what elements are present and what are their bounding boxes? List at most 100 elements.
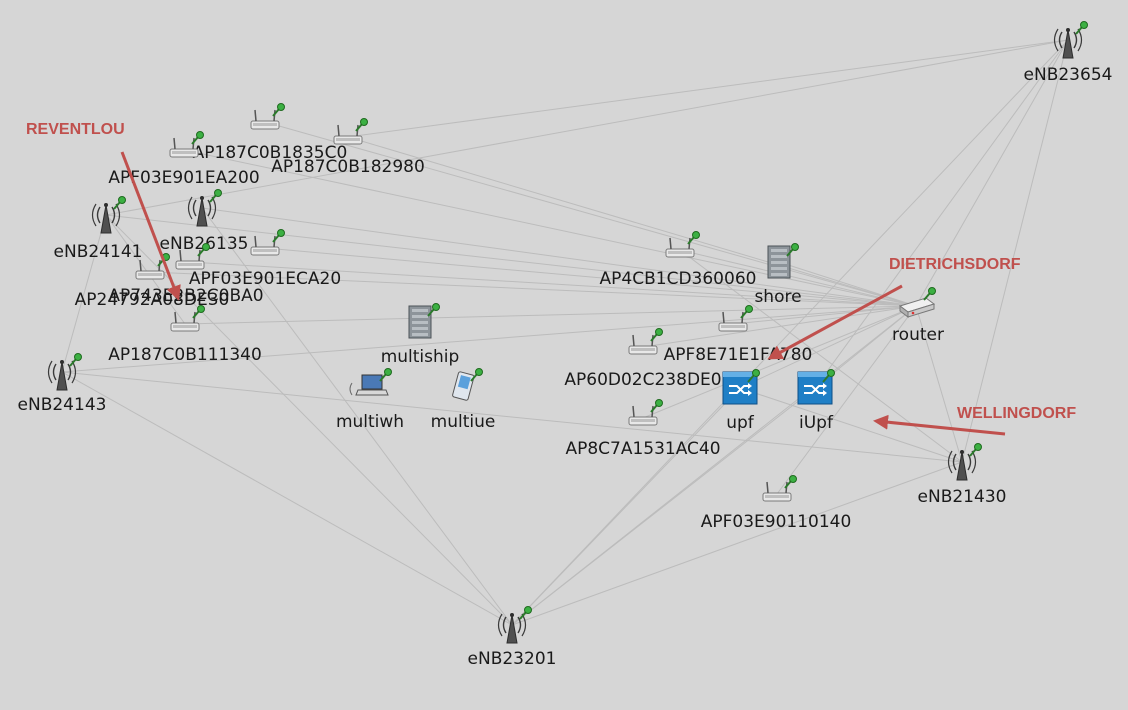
node-label: multiship (381, 347, 460, 367)
edge-AP187C0B1835C0-router (264, 121, 917, 307)
callout-label: REVENTLOU (26, 121, 125, 138)
pda-icon (452, 368, 483, 401)
node-AP24792A08DE30[interactable]: AP24792A08DE30 (75, 253, 230, 311)
node-multiwh[interactable]: multiwh (336, 368, 404, 433)
edge-AP24792A08DE30-router (149, 271, 917, 307)
node-label: eNB24141 (54, 242, 143, 262)
node-label: multiwh (336, 412, 404, 432)
edge-router-shore (778, 261, 917, 307)
edge-router-APF8E71E1FA780 (732, 305, 917, 325)
node-label: eNB23654 (1024, 65, 1113, 85)
node-APF8E71E1FA780[interactable]: APF8E71E1FA780 (664, 305, 813, 366)
node-AP743E2B2C0BA0[interactable]: AP743E2B2C0BA0 (108, 243, 264, 307)
node-eNB21430[interactable]: eNB21430 (918, 443, 1007, 508)
antenna-icon (187, 189, 222, 227)
callout-reventlou: REVENTLOU (26, 121, 181, 301)
callout-arrow (873, 414, 1006, 436)
node-label: router (892, 325, 944, 345)
node-router[interactable]: router (892, 287, 944, 346)
node-iUpf[interactable]: iUpf (797, 369, 835, 434)
edge-router-AP60D02C238DE0 (642, 305, 917, 348)
antenna-icon (47, 353, 82, 391)
node-eNB26135[interactable]: eNB26135 (160, 189, 249, 255)
node-APF03E901EA200[interactable]: APF03E901EA200 (108, 131, 260, 189)
callout-arrow (120, 151, 181, 301)
edge-APF03E901ECA20-router (264, 247, 917, 307)
node-label: APF03E901ECA20 (189, 269, 341, 289)
router-icon (898, 287, 936, 318)
edge-eNB26135-eNB23201 (201, 207, 513, 626)
node-eNB24143[interactable]: eNB24143 (18, 353, 107, 416)
edge-eNB23654-AP187C0B182980 (347, 39, 1069, 138)
callout-wellingdorf: WELLINGDORF (873, 405, 1076, 436)
node-label: shore (754, 287, 801, 307)
node-label: AP8C7A1531AC40 (565, 439, 720, 459)
access-point-icon (175, 243, 210, 270)
edge-router-eNB21430 (915, 305, 963, 463)
antenna-icon (1053, 21, 1088, 59)
access-point-icon (718, 305, 753, 332)
node-label: AP24792A08DE30 (75, 290, 230, 310)
node-multiue[interactable]: multiue (431, 368, 496, 433)
node-label: AP4CB1CD360060 (600, 269, 757, 289)
node-AP187C0B182980[interactable]: AP187C0B182980 (271, 118, 425, 178)
switch-icon (722, 369, 760, 405)
node-label: AP187C0B1835C0 (193, 143, 348, 163)
edge-eNB23654-eNB24141 (105, 39, 1069, 216)
edge-eNB26135-router (201, 207, 917, 307)
access-point-icon (665, 231, 700, 258)
edge-router-AP4CB1CD360060 (679, 249, 917, 307)
node-eNB23201[interactable]: eNB23201 (468, 606, 557, 670)
node-label: eNB23201 (468, 649, 557, 669)
callout-arrow (767, 284, 903, 360)
node-AP4CB1CD360060[interactable]: AP4CB1CD360060 (600, 231, 757, 290)
edge-eNB21430-AP4CB1CD360060 (679, 249, 963, 463)
node-label: AP60D02C238DE0 (564, 370, 721, 390)
node-APF03E901ECA20[interactable]: APF03E901ECA20 (189, 229, 341, 290)
node-label: APF03E90110140 (701, 512, 852, 532)
node-label: upf (726, 413, 755, 433)
access-point-icon (169, 131, 204, 158)
access-point-icon (170, 305, 205, 332)
edge-router-AP8C7A1531AC40 (642, 305, 917, 419)
edge-eNB24143-router (61, 305, 917, 373)
node-APF03E90110140[interactable]: APF03E90110140 (701, 475, 852, 533)
access-point-icon (333, 118, 368, 145)
node-upf[interactable]: upf (722, 369, 760, 434)
edge-router-upf (739, 305, 917, 389)
node-AP187C0B111340[interactable]: AP187C0B111340 (108, 305, 262, 366)
access-point-icon (762, 475, 797, 502)
access-point-icon (250, 229, 285, 256)
node-AP8C7A1531AC40[interactable]: AP8C7A1531AC40 (565, 399, 721, 460)
node-label: AP187C0B111340 (108, 345, 262, 365)
node-multiship[interactable]: multiship (381, 303, 460, 368)
edge-upf-eNB23201 (511, 387, 741, 626)
edge-router-APF03E90110140 (776, 305, 917, 495)
edge-AP187C0B111340-router (184, 305, 917, 325)
edge-eNB23654-eNB21430 (961, 39, 1069, 463)
node-label: multiue (431, 412, 496, 432)
edge-eNB24141-router (105, 214, 917, 307)
edge-eNB24141-AP187C0B111340 (105, 214, 186, 325)
edge-eNB24143-eNB23201 (61, 371, 513, 626)
access-point-icon (628, 328, 663, 355)
server-icon (408, 303, 440, 339)
access-point-icon (250, 103, 285, 130)
antenna-icon (91, 196, 126, 234)
access-point-icon (628, 399, 663, 426)
node-label: eNB24143 (18, 395, 107, 415)
node-AP60D02C238DE0[interactable]: AP60D02C238DE0 (564, 328, 722, 391)
node-label: AP187C0B182980 (271, 157, 425, 177)
antenna-icon (947, 443, 982, 481)
node-AP187C0B1835C0[interactable]: AP187C0B1835C0 (193, 103, 348, 164)
node-eNB23654[interactable]: eNB23654 (1024, 21, 1113, 86)
node-eNB24141[interactable]: eNB24141 (54, 196, 143, 263)
edge-iUpf-eNB23201 (511, 387, 816, 626)
node-label: eNB21430 (918, 487, 1007, 507)
server-icon (767, 243, 799, 279)
nodes-layer: eNB23654AP187C0B1835C0AP187C0B182980APF0… (18, 21, 1113, 670)
node-shore[interactable]: shore (754, 243, 802, 308)
node-label: APF03E901EA200 (108, 168, 259, 188)
edge-AP743E2B2C0BA0-router (189, 261, 917, 307)
